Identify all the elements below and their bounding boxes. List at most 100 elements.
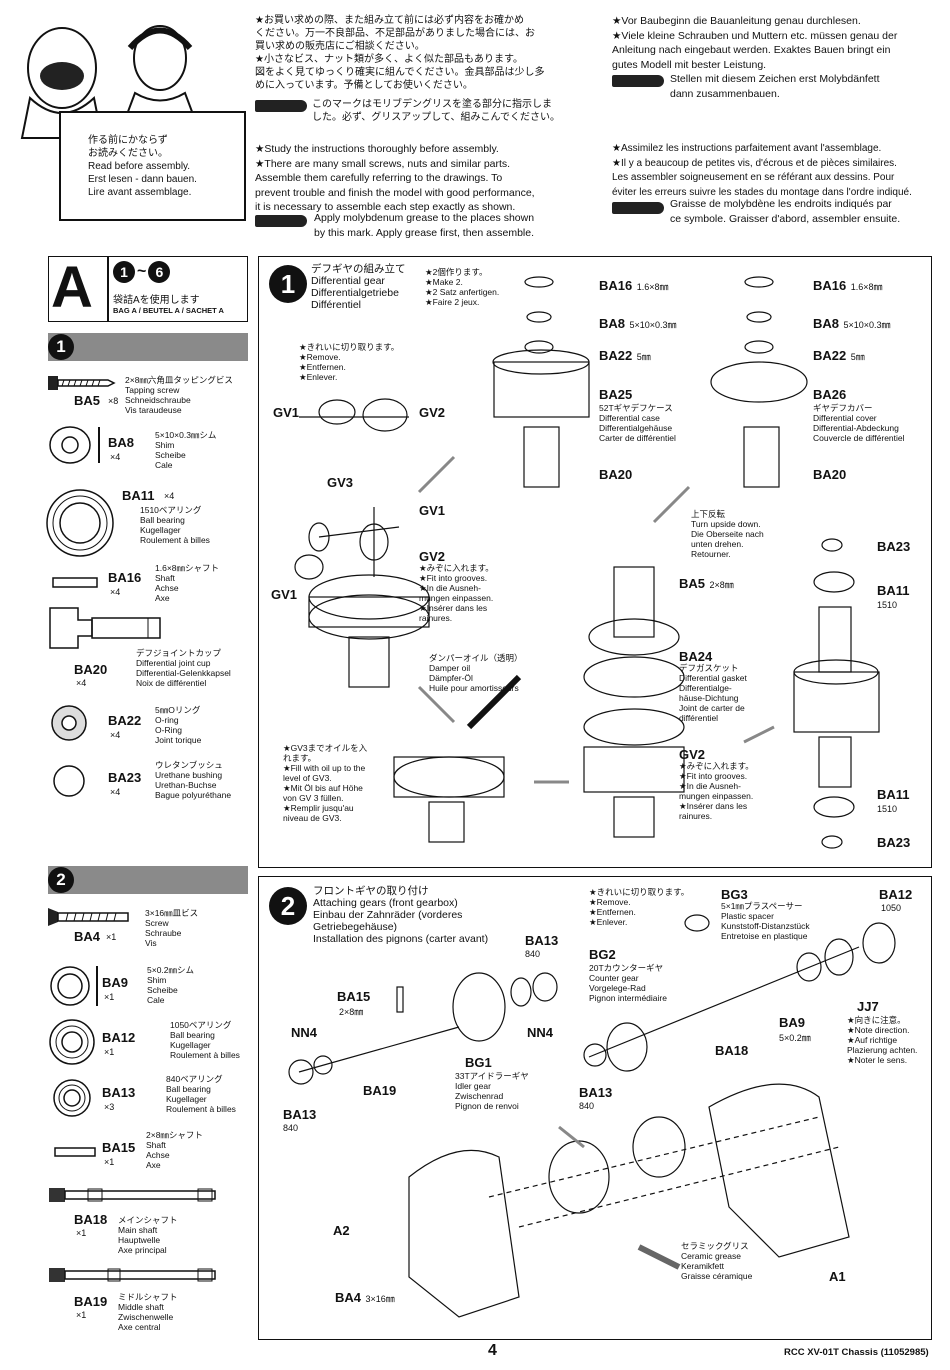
step-2-jj7-note: ★向きに注意。 ★Note direction. ★Auf richtige P…: [847, 1015, 918, 1065]
bag-range: 1 ~ 6: [113, 261, 171, 283]
label-ba16-b: BA16 1.6×8㎜: [813, 277, 882, 295]
label-gv2-a: GV2: [419, 405, 446, 420]
label-jj7: JJ7: [857, 999, 879, 1014]
label-ba16-size-b: 1.6×8㎜: [850, 282, 883, 292]
label-ba22-a: BA22 5㎜: [599, 347, 651, 365]
label-ba8-size: 5×10×0.3㎜: [629, 320, 677, 330]
header-en-grease-text: Apply molybdenum grease to the places sh…: [314, 212, 535, 239]
label-gv1-a: GV1: [273, 405, 300, 420]
label-ba22-size-b: 5㎜: [850, 352, 865, 362]
header-jp-text: ★お買い求めの際、また組み立て前には必ず内容をお確かめ ください。万一不良部品、…: [255, 15, 545, 91]
label-bg3: BG3: [721, 887, 748, 902]
part-code-ba18: BA18: [74, 1212, 108, 1227]
label-ba22-b: BA22 5㎜: [813, 347, 865, 365]
label-ba12: BA12: [879, 887, 913, 902]
label-ba8-code-b: BA8: [813, 316, 840, 331]
step-2-remove-note: ★きれいに切り取ります。 ★Remove. ★Entfernen. ★Enlev…: [589, 887, 690, 927]
step-2-title: フロントギヤの取り付け Attaching gears (front gearb…: [313, 885, 489, 945]
label-ba13-c-size: 840: [579, 1101, 595, 1111]
shim-icon: [49, 426, 91, 464]
part-qty-ba18: ×1: [76, 1228, 87, 1238]
step-1-panel: 1 デフギヤの組み立て Differential gear Differenti…: [258, 256, 932, 868]
step-1-drawing: [294, 276, 880, 849]
part-code-ba23: BA23: [108, 770, 142, 785]
part-desc-ba12: 1050ベアリング Ball bearing Kugellager Roulem…: [170, 1020, 240, 1060]
label-ba26: BA26: [813, 387, 847, 402]
part-code-ba13: BA13: [102, 1085, 136, 1100]
step-2-panel: 2 フロントギヤの取り付け Attaching gears (front gea…: [258, 876, 932, 1340]
part-desc-ba19: ミドルシャフト Middle shaft Zwischenwelle Axe c…: [118, 1292, 178, 1332]
label-ba22-code-b: BA22: [813, 348, 847, 363]
part-desc-ba8: 5×10×0.3㎜シム Shim Scheibe Cale: [155, 430, 217, 470]
bag-letter: A: [51, 255, 93, 320]
bag-jp: 袋詰Aを使用します: [113, 295, 200, 306]
part-desc-ba16: 1.6×8㎜シャフト Shaft Achse Axe: [155, 563, 220, 603]
part-code-ba9: BA9: [102, 975, 129, 990]
bushing-icon: [53, 765, 85, 797]
o-ring-icon: [51, 705, 87, 741]
bag-range-from: 1: [113, 261, 135, 283]
shaft-icon: [54, 1147, 96, 1157]
mascot-drawing: [20, 25, 246, 221]
label-gv1-c: GV1: [271, 587, 298, 602]
part-code-ba19: BA19: [74, 1294, 108, 1309]
part-code-ba4: BA4: [74, 929, 101, 944]
part-qty-ba8: ×4: [110, 452, 121, 462]
label-ba8-code: BA8: [599, 316, 626, 331]
part-code-ba11: BA11: [122, 488, 155, 503]
part-qty-ba5: ×8: [108, 396, 119, 406]
label-ba8-size-b: 5×10×0.3㎜: [843, 320, 891, 330]
label-ba11-b-size: 1510: [877, 804, 898, 814]
label-ba12-size: 1050: [881, 903, 902, 913]
label-ba4-size: 3×16㎜: [365, 1294, 395, 1304]
label-ba13-a-size: 840: [525, 949, 541, 959]
part-qty-ba20: ×4: [76, 678, 87, 688]
label-ba22-code: BA22: [599, 348, 633, 363]
label-ba5: BA5 2×8㎜: [679, 575, 734, 593]
mascot-note: 作る前にかならず お読みください。 Read before assembly. …: [88, 135, 197, 198]
main-shaft-icon: [49, 1188, 216, 1202]
header-de-grease-mark: [612, 75, 664, 87]
part-desc-ba13: 840ベアリング Ball bearing Kugellager Rouleme…: [166, 1074, 236, 1114]
shim-icon: [50, 966, 90, 1006]
label-ba4: BA4 3×16㎜: [335, 1289, 395, 1307]
bag-box: A 1 ~ 6 袋詰Aを使用します BAG A / BEUTEL A / SAC…: [48, 255, 248, 322]
bag-range-to: 6: [148, 261, 171, 283]
part-code-ba12: BA12: [102, 1030, 136, 1045]
label-gv1-b: GV1: [419, 503, 446, 518]
part-desc-ba5: 2×8㎜六角皿タッピングビス Tapping screw Schneidschr…: [125, 375, 233, 415]
step-2-bg1-desc: 33Tアイドラーギヤ Idler gear Zwischenrad Pignon…: [455, 1071, 529, 1111]
label-ba9-size: 5×0.2㎜: [779, 1033, 811, 1043]
label-ba11-a: BA11: [877, 583, 910, 598]
label-ba8-b: BA8 5×10×0.3㎜: [813, 315, 891, 333]
header-de-text: ★Vor Baubeginn die Bauanleitung genau du…: [612, 15, 898, 71]
bag-multi: BAG A / BEUTEL A / SACHET A: [113, 306, 224, 315]
part-qty-ba23: ×4: [110, 787, 121, 797]
part-qty-ba16: ×4: [110, 587, 121, 597]
step-1-number: 1: [269, 265, 307, 303]
part-qty-ba19: ×1: [76, 1310, 87, 1320]
middle-shaft-icon: [49, 1268, 216, 1282]
screw-icon: [48, 376, 116, 390]
label-bg2: BG2: [589, 947, 616, 962]
label-ba16-a: BA16 1.6×8㎜: [599, 277, 668, 295]
bearing-icon: [53, 1079, 91, 1117]
label-gv2-b: GV2: [419, 549, 446, 564]
label-a2: A2: [333, 1223, 350, 1238]
header-jp-grease-mark: [255, 100, 307, 112]
header-de-grease-text: Stellen mit diesem Zeichen erst Molybdän…: [670, 73, 880, 100]
label-nn4-b: NN4: [527, 1025, 554, 1040]
part-desc-ba20: デフジョイントカップ Differential joint cup Differ…: [136, 648, 231, 688]
label-gv3: GV3: [327, 475, 354, 490]
part-desc-ba23: ウレタンブッシュ Urethane bushing Urethan-Buchse…: [155, 760, 232, 800]
step-1-turn-note: 上下反転 Turn upside down. Die Oberseite nac…: [691, 509, 764, 559]
header-fr-grease-mark: [612, 202, 664, 214]
label-ba19: BA19: [363, 1083, 397, 1098]
step-1-make-note: ★2個作ります。 ★Make 2. ★2 Satz anfertigen. ★F…: [425, 267, 500, 307]
step-1-ba24-desc: デフガスケット Differential gasket Differential…: [679, 663, 747, 723]
label-ba24: BA24: [679, 649, 713, 664]
label-ba20-a: BA20: [599, 467, 633, 482]
bag-range-sep: ~: [137, 263, 147, 280]
part-code-ba20: BA20: [74, 662, 108, 677]
step-1-fit-note-b: ★みぞに入れます。 ★Fit into grooves. ★In die Aus…: [679, 761, 754, 821]
